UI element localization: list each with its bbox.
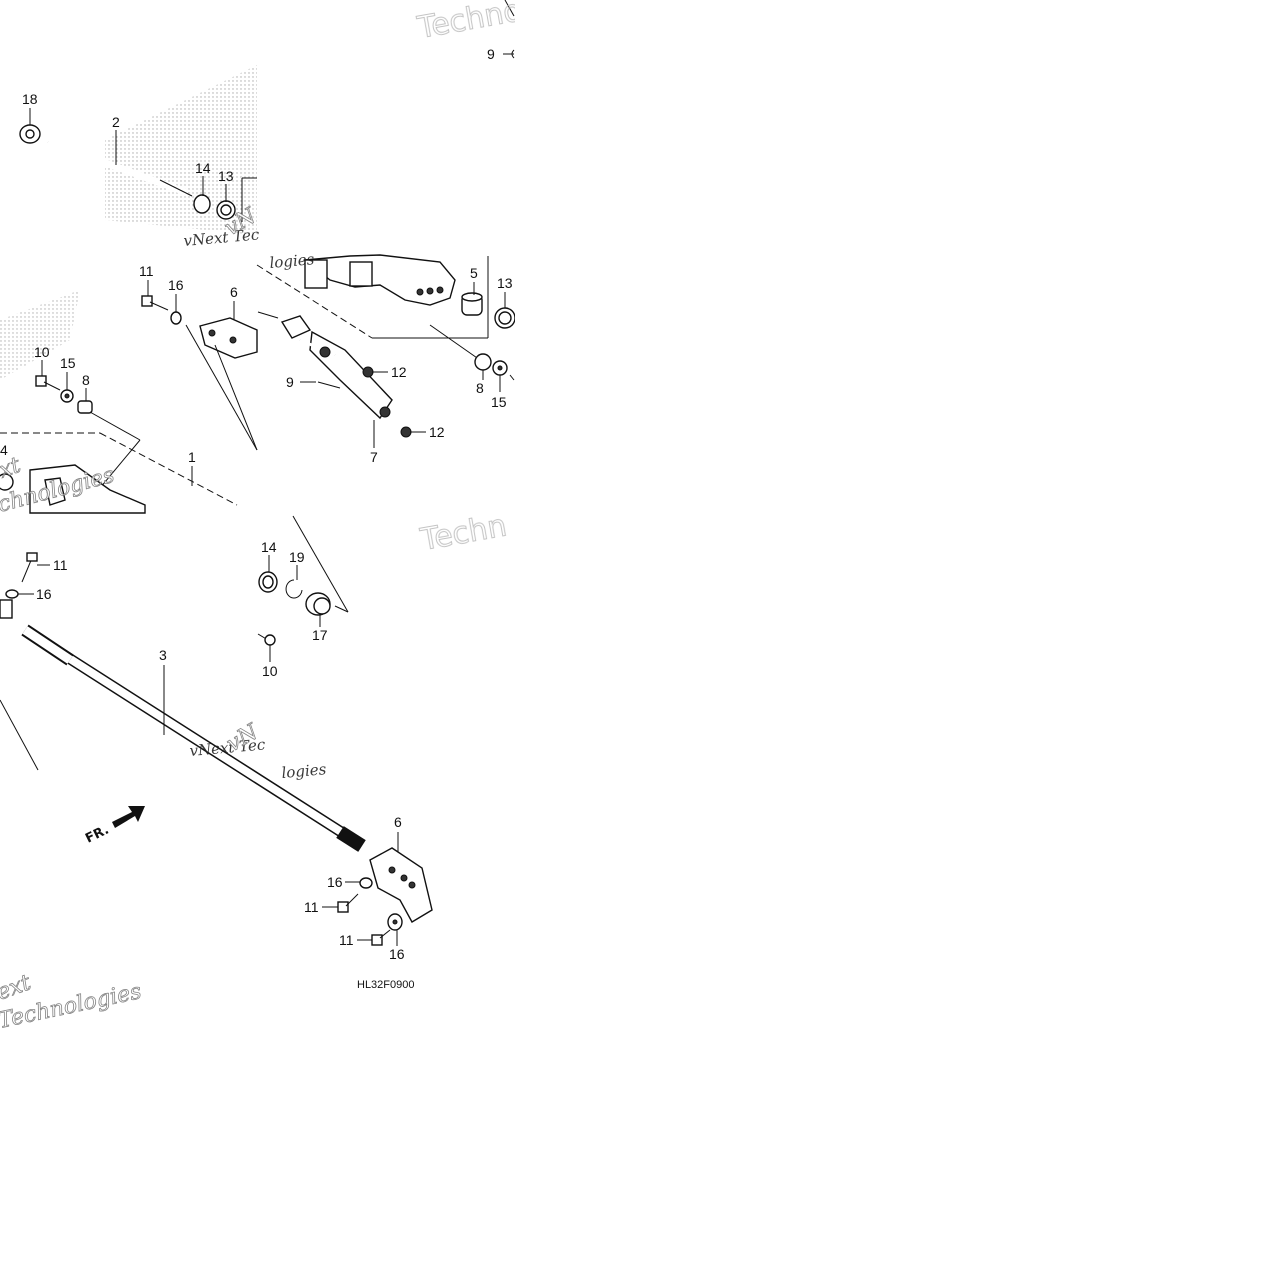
callout-11: 11: [139, 263, 154, 279]
callout-16: 16: [36, 586, 52, 602]
bolt-11-lower-b: [371, 929, 391, 946]
callout-2: 2: [112, 114, 120, 130]
watermark-text: Techn: [417, 508, 509, 558]
callout-1: 1: [188, 449, 196, 465]
callout-16: 16: [327, 874, 343, 890]
bolt-10-lower: [257, 633, 276, 646]
callout-8: 8: [476, 380, 484, 396]
spacer-8-left: [77, 400, 93, 414]
washer-15-right: [492, 360, 508, 376]
callout-14: 14: [261, 539, 277, 555]
callout-11: 11: [53, 557, 68, 573]
callout-13: 13: [497, 275, 513, 291]
callout-16: 16: [168, 277, 184, 293]
bushing-17: [305, 592, 331, 616]
callout-12: 12: [391, 364, 407, 380]
watermark-text: logies: [269, 250, 316, 272]
bolt-11-lower-a: [337, 893, 359, 913]
callout-4: 4: [0, 442, 8, 458]
callout-6: 6: [394, 814, 402, 830]
washer-14-top: [193, 194, 211, 214]
spacer-8-right: [474, 353, 492, 371]
figure-code: HL32F0900: [357, 979, 415, 991]
stipple-area-left: [0, 290, 80, 380]
watermark-text: xt: [0, 453, 24, 484]
watermark-text: Techno: [414, 0, 524, 46]
bolt-10-left: [35, 375, 61, 391]
lower-shaft-3: [21, 624, 366, 852]
bolt-11-upper: [141, 295, 169, 311]
bolt-11-left-lower: [21, 552, 38, 583]
washer-16-left-lower: [5, 589, 19, 599]
leader-lines: [18, 108, 506, 946]
universal-joint-6-upper: [199, 317, 258, 359]
damper-7: [280, 315, 393, 420]
nut-12-upper: [362, 366, 374, 378]
steering-housing-left: [0, 464, 146, 514]
callout-19: 19: [289, 549, 305, 565]
watermark-text: logies: [281, 760, 328, 782]
upper-shaft: [46, 138, 193, 197]
callout-12: 12: [429, 424, 445, 440]
callout-5: 5: [470, 265, 478, 281]
watermark-text: ext: [0, 970, 34, 1005]
callout-15: 15: [60, 355, 76, 371]
callout-10: 10: [262, 663, 278, 679]
blank-region-right: [515, 0, 1285, 1285]
universal-joint-6-lower: [369, 847, 433, 923]
front-direction-label: FR.: [83, 823, 111, 847]
washer-16-upper: [170, 311, 182, 325]
washer-16-lower-a: [359, 877, 373, 889]
callout-14: 14: [195, 160, 211, 176]
callout-9: 9: [487, 46, 495, 62]
blank-region-bottom: [0, 1030, 515, 1285]
callout-11: 11: [339, 932, 354, 948]
callout-17: 17: [312, 627, 328, 643]
callout-6: 6: [230, 284, 238, 300]
callout-13: 13: [218, 168, 234, 184]
front-direction-arrow: FR.: [83, 806, 145, 847]
washer-15-left: [60, 389, 74, 403]
callout-15: 15: [491, 394, 507, 410]
washer-13-mid: [494, 307, 516, 329]
steering-column-housing: [303, 254, 456, 306]
callout-9: 9: [286, 374, 294, 390]
washer-18: [19, 124, 41, 144]
washer-16-lower-b: [387, 913, 403, 931]
callout-3: 3: [159, 647, 167, 663]
callout-11: 11: [304, 899, 319, 915]
callout-16: 16: [389, 946, 405, 962]
stipple-area-top: [105, 65, 257, 235]
nut-12-lower: [400, 426, 412, 438]
callout-labels: 18 2 14 13 9 11 16 6 5 13 10 15 8 12 9 8…: [0, 46, 513, 991]
callout-10: 10: [34, 344, 50, 360]
callout-7: 7: [370, 449, 378, 465]
bolt-9-mid: [257, 311, 341, 389]
callout-8: 8: [82, 372, 90, 388]
bushing-5: [461, 292, 483, 316]
callout-18: 18: [22, 91, 38, 107]
washer-14-lower: [258, 571, 278, 593]
clip-19: [285, 579, 303, 599]
